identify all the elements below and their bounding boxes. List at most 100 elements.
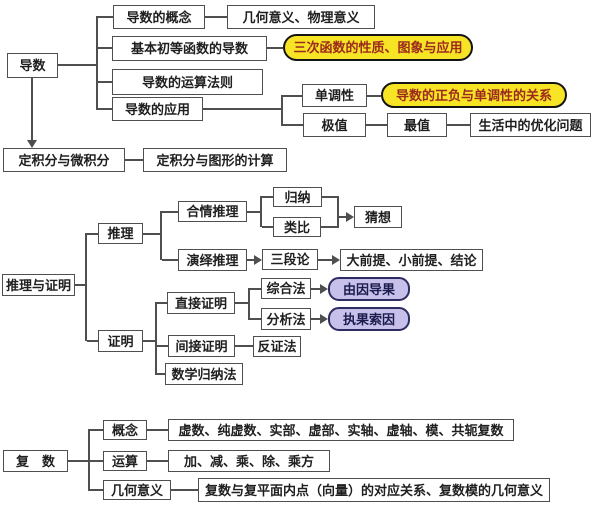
node-complex-concept-items: 虚数、纯虚数、实部、虚部、实轴、虚轴、模、共轭复数 xyxy=(168,419,514,441)
connector-line xyxy=(311,288,320,290)
connector-line xyxy=(157,302,167,304)
arrowhead-right xyxy=(254,255,262,265)
node-maximum-minimum: 最值 xyxy=(387,113,447,137)
connector-line xyxy=(247,211,260,213)
connector-line xyxy=(339,216,347,218)
connector-line xyxy=(88,429,90,491)
node-reasoning: 推理 xyxy=(98,223,143,244)
connector-line xyxy=(87,233,98,235)
connector-line xyxy=(235,345,253,347)
connector-line xyxy=(75,284,85,286)
connector-line xyxy=(147,460,168,462)
node-extremum: 极值 xyxy=(303,113,366,137)
node-basic-elementary-derivatives: 基本初等函数的导数 xyxy=(112,36,267,61)
node-mathematical-induction: 数学归纳法 xyxy=(165,363,243,385)
node-definite-integral: 定积分与微积分 xyxy=(3,148,125,172)
arrowhead-down xyxy=(27,140,37,148)
node-plausible-reasoning: 合情推理 xyxy=(178,201,247,222)
node-geometric-physical-meaning: 几何意义、物理意义 xyxy=(227,5,375,29)
connector-line xyxy=(447,124,470,126)
node-complex-geometric-items: 复数与复平面内点（向量）的对应关系、复数模的几何意义 xyxy=(198,478,550,502)
connector-line xyxy=(68,460,88,462)
connector-line xyxy=(31,78,33,140)
connector-line xyxy=(367,95,381,97)
connector-line xyxy=(90,460,103,462)
connector-line xyxy=(322,196,337,198)
connector-line xyxy=(143,340,155,342)
connector-line xyxy=(58,64,97,66)
connector-line xyxy=(247,259,255,261)
node-syllogism: 三段论 xyxy=(262,249,318,270)
node-monotonicity: 单调性 xyxy=(302,84,367,107)
node-analytic-method: 分析法 xyxy=(261,308,311,330)
connector-line xyxy=(281,95,283,126)
arrowhead-right xyxy=(346,212,354,222)
connector-line xyxy=(90,489,103,491)
connector-line xyxy=(96,16,98,110)
connector-line xyxy=(87,340,98,342)
node-proof: 证明 xyxy=(98,330,143,352)
node-optimization-problems: 生活中的优化问题 xyxy=(470,113,591,137)
node-direct-proof: 直接证明 xyxy=(167,292,235,314)
connector-line xyxy=(143,233,160,235)
connector-line xyxy=(125,159,143,161)
node-derivative-applications: 导数的应用 xyxy=(112,97,203,121)
node-complex-operations: 运算 xyxy=(103,451,147,471)
node-complex-geometric-meaning: 几何意义 xyxy=(103,480,171,500)
connector-line xyxy=(162,259,178,261)
connector-line xyxy=(248,288,250,320)
connector-line xyxy=(203,108,282,110)
node-derivative-concept: 导数的概念 xyxy=(113,5,205,29)
connector-line xyxy=(90,429,103,431)
connector-line xyxy=(321,226,337,228)
node-complex-number: 复 数 xyxy=(3,450,68,472)
highlight-cause-to-effect: 由因导果 xyxy=(328,277,410,301)
connector-line xyxy=(260,196,262,227)
node-analogy: 类比 xyxy=(273,217,321,237)
arrowhead-right xyxy=(320,314,328,324)
connector-line xyxy=(98,16,113,18)
connector-line xyxy=(98,108,112,110)
highlight-effect-to-cause: 执果索因 xyxy=(328,307,410,331)
connector-line xyxy=(157,373,165,375)
node-premises-conclusion: 大前提、小前提、结论 xyxy=(340,249,483,271)
connector-line xyxy=(98,47,112,49)
highlight-cubic-function: 三次函数的性质、图象与应用 xyxy=(283,34,473,61)
node-complex-concept: 概念 xyxy=(103,420,147,440)
connector-line xyxy=(337,196,339,228)
connector-line xyxy=(98,81,112,83)
connector-line xyxy=(171,489,198,491)
node-complex-operation-items: 加、减、乘、除、乘方 xyxy=(168,450,330,472)
highlight-sign-monotonicity-relation: 导数的正负与单调性的关系 xyxy=(381,82,567,108)
connector-line xyxy=(162,211,178,213)
node-conjecture: 猜想 xyxy=(354,206,402,228)
connector-line xyxy=(283,124,303,126)
node-induction: 归纳 xyxy=(273,187,322,207)
connector-line xyxy=(157,345,168,347)
connector-line xyxy=(250,318,261,320)
node-synthetic-method: 综合法 xyxy=(261,278,311,299)
connector-line xyxy=(205,16,227,18)
connector-line xyxy=(318,259,332,261)
connector-line xyxy=(160,211,162,260)
node-reasoning-and-proof: 推理与证明 xyxy=(2,274,75,296)
arrowhead-right xyxy=(320,284,328,294)
connector-line xyxy=(235,302,248,304)
connector-line xyxy=(147,429,168,431)
connector-line xyxy=(283,95,302,97)
connector-line xyxy=(155,302,157,375)
connector-line xyxy=(311,318,320,320)
node-derivative: 导数 xyxy=(7,53,58,78)
node-deductive-reasoning: 演绎推理 xyxy=(178,249,247,271)
node-integral-graph-calculation: 定积分与图形的计算 xyxy=(143,148,287,172)
connector-line xyxy=(85,233,87,341)
connector-line xyxy=(250,288,261,290)
connector-line xyxy=(267,47,283,49)
arrowhead-right xyxy=(332,255,340,265)
node-proof-by-contradiction: 反证法 xyxy=(253,336,301,357)
node-indirect-proof: 间接证明 xyxy=(168,335,235,357)
node-derivative-operation-rules: 导数的运算法则 xyxy=(112,69,263,95)
connector-line xyxy=(262,226,273,228)
connector-line xyxy=(366,124,387,126)
